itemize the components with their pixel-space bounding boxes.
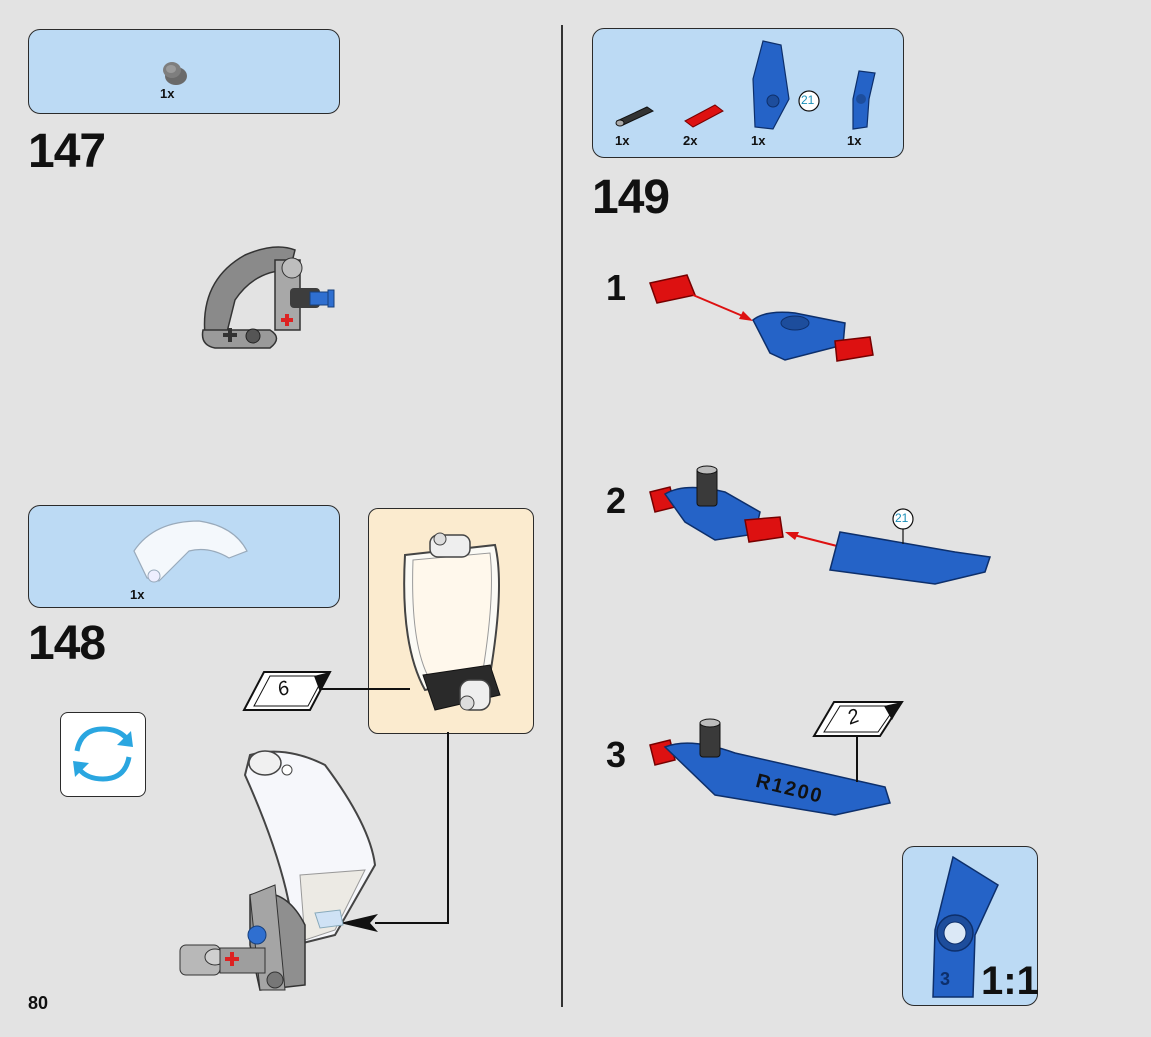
substep-label-1: 1	[606, 267, 626, 309]
part-qty: 1x	[160, 86, 174, 101]
assembly-147-icon	[195, 240, 355, 355]
page-number: 80	[28, 993, 48, 1014]
step-number-148: 148	[28, 616, 105, 671]
blue-panel-icon	[751, 39, 791, 131]
step-number-147: 147	[28, 124, 105, 179]
black-axle-pin-icon	[615, 103, 655, 127]
part-qty: 1x	[751, 133, 765, 148]
rotate-model-icon	[60, 712, 146, 797]
part-qty: 1x	[847, 133, 861, 148]
callout-line	[856, 736, 858, 782]
callout-number: 21	[895, 511, 908, 525]
parts-box-148: 1x	[28, 505, 340, 608]
substep-2-assembly-icon	[645, 462, 995, 592]
callout-line	[447, 732, 449, 924]
callout-line	[375, 922, 449, 924]
scale-box: 3 1:1	[902, 846, 1038, 1006]
scale-part-number: 3	[940, 969, 950, 990]
part-qty: 2x	[683, 133, 697, 148]
callout-line	[320, 688, 410, 690]
assembly-148-icon	[175, 745, 385, 995]
dark-grey-bush-icon	[159, 56, 193, 90]
step-number-149: 149	[592, 170, 669, 225]
callout-number: 21	[801, 93, 814, 107]
column-divider	[561, 25, 563, 1007]
substep-1-assembly-icon	[645, 265, 885, 375]
parts-box-147: 1x	[28, 29, 340, 114]
red-axle-connector-icon	[683, 101, 725, 129]
transparent-panel-icon	[129, 516, 249, 586]
substep-label-3: 3	[606, 734, 626, 776]
substep-label-2: 2	[606, 480, 626, 522]
seat-panel-icon	[395, 525, 520, 720]
blue-bent-beam-icon	[845, 69, 881, 131]
scale-label: 1:1	[981, 959, 1039, 1004]
part-qty: 1x	[615, 133, 629, 148]
part-qty: 1x	[130, 587, 144, 602]
parts-box-149: 1x 2x 21 1x 1x	[592, 28, 904, 158]
